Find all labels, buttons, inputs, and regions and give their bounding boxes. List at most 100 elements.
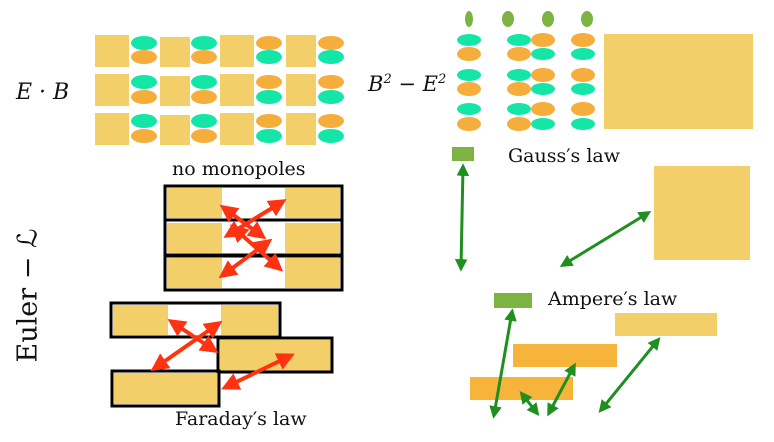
ampere-arrow xyxy=(547,362,576,417)
teal-ellipse xyxy=(531,118,555,130)
paper-tile xyxy=(220,113,254,145)
red-arrow xyxy=(150,320,223,372)
eb-row xyxy=(95,113,344,145)
teal-ellipse xyxy=(507,103,531,115)
paper-tile xyxy=(95,35,129,67)
orange-ellipse xyxy=(457,82,481,96)
teal-ellipse xyxy=(131,75,157,89)
teal-ellipse xyxy=(571,48,595,60)
paper-square-large xyxy=(604,34,753,129)
b-symbol: B xyxy=(368,72,384,96)
paper-tile xyxy=(160,115,190,145)
gauss-law-label: Gauss′s law xyxy=(508,145,621,167)
orange-bar-upper xyxy=(513,344,617,367)
b2e2-panel xyxy=(457,11,753,131)
paper-tile xyxy=(95,113,129,145)
paper-strip xyxy=(615,313,717,336)
exponent-two: 2 xyxy=(383,72,392,87)
faraday-box xyxy=(109,301,334,408)
orange-ellipse xyxy=(507,117,531,131)
paper-tile xyxy=(220,340,331,371)
teal-ellipse xyxy=(191,114,217,128)
no-monopoles-label: no monopoles xyxy=(172,158,306,180)
faraday-law-label: Faraday′s law xyxy=(175,408,307,430)
orange-ellipse xyxy=(131,90,157,104)
paper-tile xyxy=(113,305,168,335)
paper-tile xyxy=(286,74,316,106)
orange-ellipse xyxy=(571,33,595,47)
no-monopoles-box xyxy=(163,184,344,292)
ampere-arrow-upper xyxy=(559,211,652,267)
teal-ellipse xyxy=(131,36,157,50)
paper-tile xyxy=(160,76,190,106)
b-squared-minus-e-squared-label: B2 − E2 xyxy=(368,72,446,96)
orange-ellipse xyxy=(531,102,555,116)
teal-ellipse xyxy=(571,83,595,95)
orange-ellipse xyxy=(507,47,531,61)
orange-ellipse xyxy=(191,50,217,64)
orange-ellipse xyxy=(318,75,344,89)
paper-tile xyxy=(285,188,340,218)
teal-ellipse xyxy=(531,48,555,60)
green-drop xyxy=(465,11,473,27)
teal-ellipse xyxy=(457,103,481,115)
teal-ellipse xyxy=(256,50,282,64)
e-dot-b-label: E · B xyxy=(16,80,70,105)
gauss-green-block xyxy=(452,147,474,161)
paper-tile xyxy=(160,37,190,67)
euler-lagrangian-label: Euler − ℒ xyxy=(12,228,44,363)
orange-ellipse xyxy=(571,102,595,116)
ampere-law-label: Ampere′s law xyxy=(548,288,678,310)
orange-ellipse xyxy=(318,36,344,50)
gauss-arrow xyxy=(454,163,470,272)
green-drop xyxy=(502,11,514,27)
eb-row xyxy=(95,74,344,106)
orange-ellipse xyxy=(318,114,344,128)
orange-ellipse xyxy=(131,129,157,143)
teal-ellipse xyxy=(571,118,595,130)
orange-ellipse xyxy=(191,129,217,143)
ampere-arrow xyxy=(519,391,540,416)
teal-ellipse xyxy=(318,129,344,143)
minus-e-symbol: − E xyxy=(391,72,438,96)
paper-tile xyxy=(167,223,222,253)
exponent-two: 2 xyxy=(438,72,447,87)
paper-tile xyxy=(286,113,316,145)
orange-ellipse xyxy=(457,117,481,131)
teal-ellipse xyxy=(256,129,282,143)
orange-ellipse xyxy=(191,90,217,104)
ampere-arrow xyxy=(489,308,517,419)
green-drop xyxy=(581,11,593,27)
paper-tile xyxy=(95,74,129,106)
orange-ellipse xyxy=(131,50,157,64)
orange-ellipse xyxy=(507,82,531,96)
orange-ellipse xyxy=(531,33,555,47)
eb-row xyxy=(95,35,344,67)
teal-ellipse xyxy=(256,90,282,104)
paper-tile xyxy=(221,305,278,335)
teal-ellipse xyxy=(457,34,481,46)
teal-ellipse xyxy=(131,114,157,128)
paper-tile xyxy=(114,373,218,404)
green-drop xyxy=(542,11,554,27)
orange-ellipse xyxy=(571,68,595,82)
eb-panel xyxy=(95,35,344,145)
paper-tile xyxy=(167,188,222,218)
teal-ellipse xyxy=(191,75,217,89)
paper-tile xyxy=(285,223,340,253)
teal-ellipse xyxy=(531,83,555,95)
ampere-arrow xyxy=(598,337,661,413)
red-arrow xyxy=(221,353,295,390)
paper-tile xyxy=(167,258,222,288)
red-arrow xyxy=(218,238,273,279)
teal-ellipse xyxy=(191,36,217,50)
ampere-green-block xyxy=(494,293,532,308)
orange-ellipse xyxy=(457,47,481,61)
teal-ellipse xyxy=(507,34,531,46)
teal-ellipse xyxy=(457,69,481,81)
orange-ellipse xyxy=(256,114,282,128)
paper-tile xyxy=(285,258,340,288)
orange-ellipse xyxy=(256,36,282,50)
orange-ellipse xyxy=(531,68,555,82)
